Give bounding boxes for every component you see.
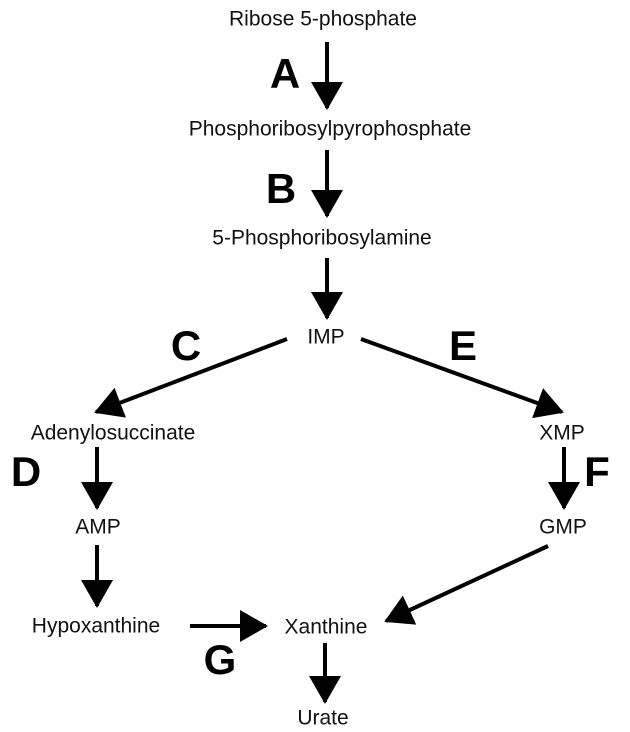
node-amp: AMP xyxy=(75,515,121,539)
node-xanthine: Xanthine xyxy=(284,615,368,639)
node-5-phosphoribosylamine: 5-Phosphoribosylamine xyxy=(212,226,432,250)
node-ribose-5-phosphate: Ribose 5-phosphate xyxy=(229,7,417,31)
arrow-imp-to-adenylosuccinate xyxy=(94,337,288,418)
step-label-b: B xyxy=(265,165,297,212)
node-gmp: GMP xyxy=(539,515,587,539)
step-label-d: D xyxy=(10,448,42,495)
step-label-e: E xyxy=(448,322,478,369)
step-label-c: C xyxy=(170,322,202,369)
node-phosphoribosylpyrophosphate: Phosphoribosylpyrophosphate xyxy=(188,117,472,141)
node-urate: Urate xyxy=(297,706,349,730)
step-label-a: A xyxy=(269,50,301,97)
node-adenylosuccinate: Adenylosuccinate xyxy=(30,421,196,445)
step-label-g: G xyxy=(203,636,237,683)
node-hypoxanthine: Hypoxanthine xyxy=(31,614,161,638)
step-label-f: F xyxy=(584,448,610,495)
arrow-gmp-to-xanthine xyxy=(384,544,549,625)
node-xmp: XMP xyxy=(539,421,585,445)
arrow-imp-to-xmp xyxy=(360,337,564,419)
node-imp: IMP xyxy=(307,325,345,349)
